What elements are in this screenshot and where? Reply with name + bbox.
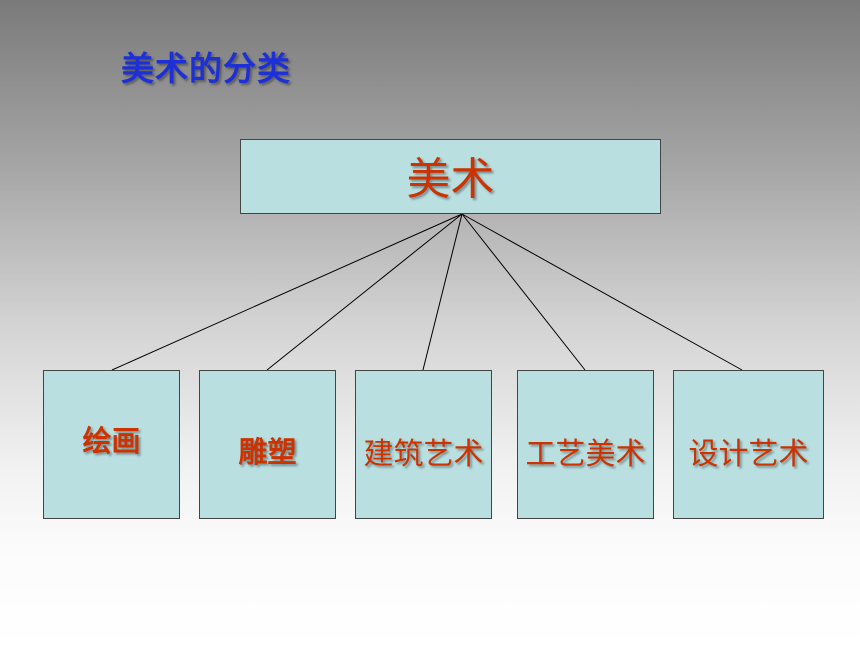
child-node-crafts: 工艺美术 (517, 370, 654, 519)
child-node-painting: 绘画 (43, 370, 180, 519)
connector-line (422, 213, 463, 371)
connector-line (111, 213, 463, 371)
child-node-label: 设计艺术 (688, 437, 809, 472)
slide-title: 美术的分类 (121, 49, 291, 88)
root-node-label: 美术 (406, 153, 495, 205)
child-node-architecture: 建筑艺术 (355, 370, 492, 519)
child-node-design: 设计艺术 (673, 370, 824, 519)
connector-line (266, 213, 463, 371)
child-node-label: 工艺美术 (525, 437, 646, 472)
child-node-sculpture: 雕塑 (199, 370, 336, 519)
child-node-label: 绘画 (82, 424, 141, 458)
connector-line (461, 213, 586, 371)
connector-line (461, 213, 743, 371)
child-node-label: 雕塑 (238, 435, 297, 469)
child-node-label: 建筑艺术 (363, 437, 484, 472)
root-node: 美术 (240, 139, 661, 214)
